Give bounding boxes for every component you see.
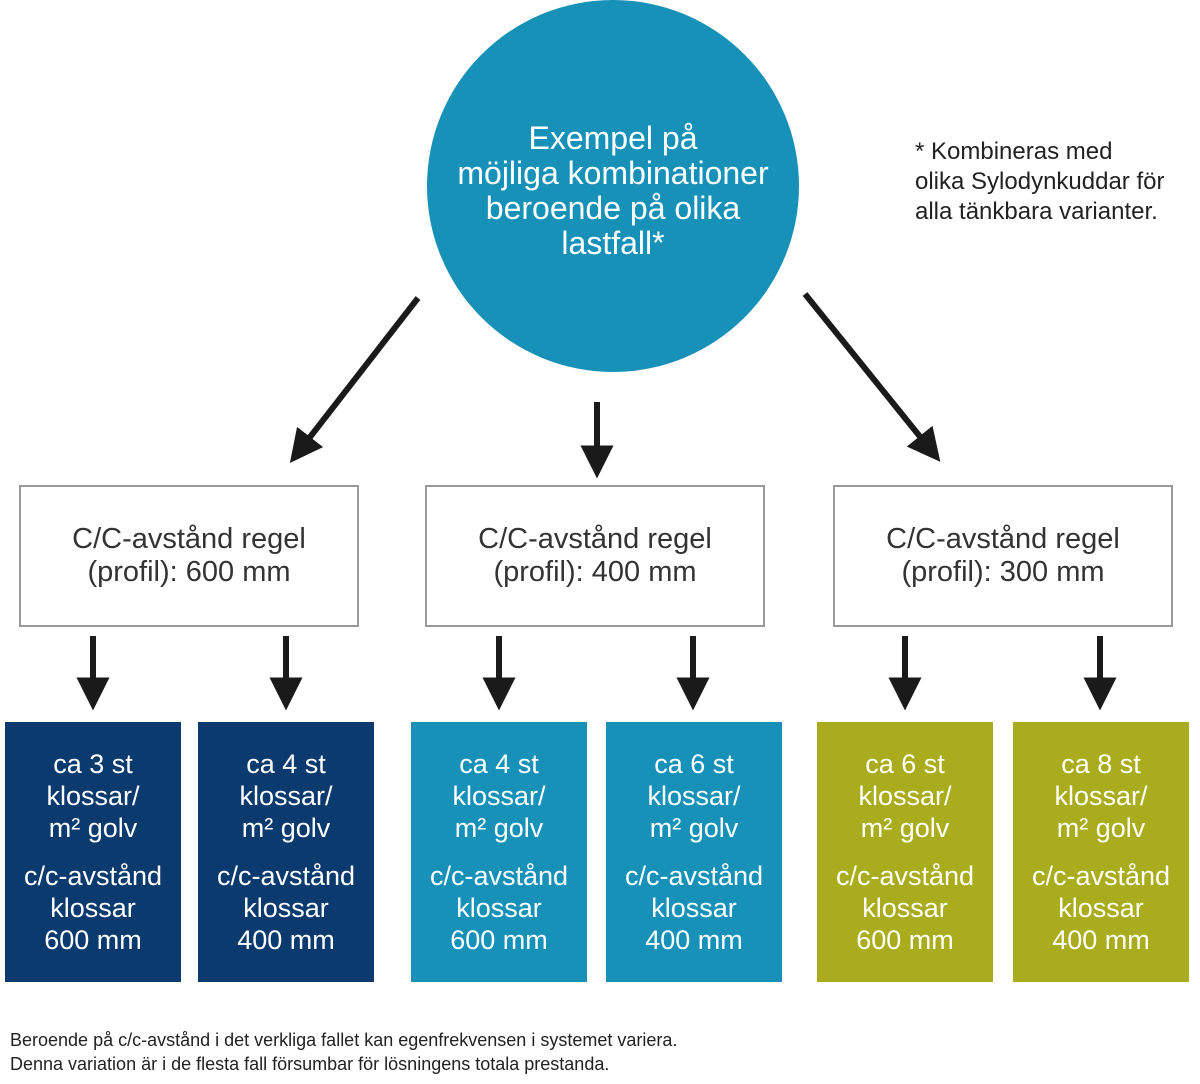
root-circle-text: Exempel på möjliga kombinationer beroend… (457, 120, 769, 261)
rule-box-300-text: C/C-avstånd regel (profil): 300 mm (886, 523, 1120, 588)
block-2-quantity: ca 4 st klossar/ m² golv (239, 749, 333, 843)
block-4: ca 6 st klossar/ m² golv c/c-avstånd klo… (606, 722, 782, 982)
block-4-quantity: ca 6 st klossar/ m² golv (647, 749, 741, 843)
rule-box-400: C/C-avstånd regel (profil): 400 mm (425, 485, 765, 627)
block-2-spacing: c/c-avstånd klossar 400 mm (216, 861, 356, 955)
block-5: ca 6 st klossar/ m² golv c/c-avstånd klo… (817, 722, 993, 982)
block-5-quantity: ca 6 st klossar/ m² golv (858, 749, 952, 843)
block-5-spacing: c/c-avstånd klossar 600 mm (835, 861, 975, 955)
block-2: ca 4 st klossar/ m² golv c/c-avstånd klo… (198, 722, 374, 982)
footer-line-1: Beroende på c/c-avstånd i det verkliga f… (10, 1030, 678, 1050)
block-6: ca 8 st klossar/ m² golv c/c-avstånd klo… (1013, 722, 1189, 982)
rule-box-600: C/C-avstånd regel (profil): 600 mm (19, 485, 359, 627)
rule-box-600-text: C/C-avstånd regel (profil): 600 mm (72, 523, 306, 588)
block-3: ca 4 st klossar/ m² golv c/c-avstånd klo… (411, 722, 587, 982)
footer-note: Beroende på c/c-avstånd i det verkliga f… (10, 1028, 1190, 1076)
block-3-quantity: ca 4 st klossar/ m² golv (452, 749, 546, 843)
rule-box-400-text: C/C-avstånd regel (profil): 400 mm (478, 523, 712, 588)
arrow-root-to-600 (289, 296, 421, 464)
block-1-spacing: c/c-avstånd klossar 600 mm (23, 861, 163, 955)
footnote-combinations: * Kombineras med olika Sylodynkuddar för… (915, 138, 1165, 225)
arrow-root-to-300 (802, 292, 941, 462)
footer-line-2: Denna variation är i de flesta fall förs… (10, 1054, 610, 1074)
block-1-quantity: ca 3 st klossar/ m² golv (46, 749, 140, 843)
root-circle: Exempel på möjliga kombinationer beroend… (427, 0, 799, 372)
block-3-spacing: c/c-avstånd klossar 600 mm (429, 861, 569, 955)
block-6-quantity: ca 8 st klossar/ m² golv (1054, 749, 1148, 843)
block-4-spacing: c/c-avstånd klossar 400 mm (624, 861, 764, 955)
block-6-spacing: c/c-avstånd klossar 400 mm (1031, 861, 1171, 955)
block-1: ca 3 st klossar/ m² golv c/c-avstånd klo… (5, 722, 181, 982)
rule-box-300: C/C-avstånd regel (profil): 300 mm (833, 485, 1173, 627)
